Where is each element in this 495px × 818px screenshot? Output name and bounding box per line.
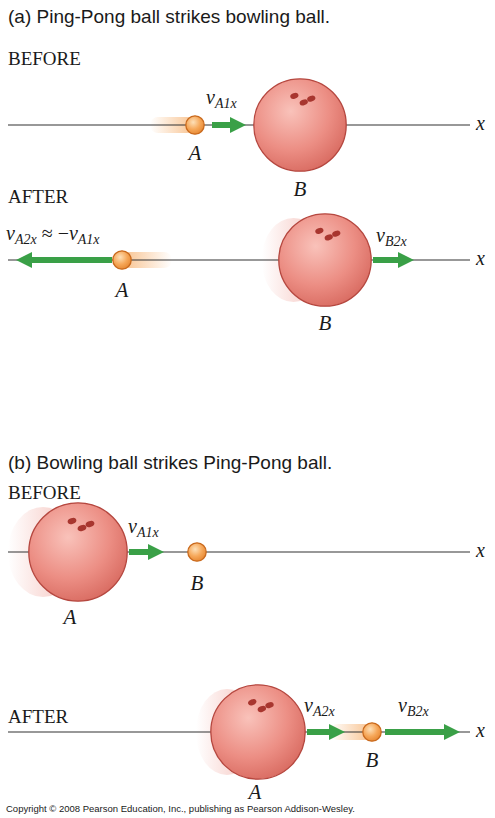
stage-heading: BEFORE	[8, 48, 81, 70]
ball-body	[279, 214, 371, 306]
ping-pong-ball: A	[112, 250, 132, 270]
stage-heading: BEFORE	[8, 482, 81, 504]
bowling-ball-shape	[278, 213, 372, 307]
velocity-label: vA1x	[206, 86, 237, 109]
bowling-ball-shape	[28, 502, 128, 602]
ball-label: B	[191, 571, 204, 596]
velocity-label: vB2x	[376, 224, 407, 247]
finger-hole	[264, 701, 274, 709]
finger-hole	[306, 95, 316, 103]
ball-body	[188, 543, 206, 561]
ping-pong-ball-shape	[362, 722, 382, 742]
ball-body	[29, 503, 127, 601]
ping-pong-ball: B	[362, 722, 382, 742]
ping-pong-ball-shape	[112, 250, 132, 270]
axis-label: x	[476, 112, 485, 135]
velocity-arrow	[212, 117, 246, 133]
bowling-ball: A	[28, 502, 128, 602]
ball-label: B	[366, 748, 379, 773]
velocity-arrow	[16, 252, 112, 268]
velocity-arrow	[385, 724, 460, 740]
axis-label: x	[476, 719, 485, 742]
velocity-label: vB2x	[398, 694, 429, 717]
ping-pong-ball-shape	[185, 115, 205, 135]
ball-label: B	[294, 177, 307, 202]
panel-title: (b) Bowling ball strikes Ping-Pong ball.	[8, 452, 332, 474]
copyright-note: Copyright © 2008 Pearson Education, Inc.…	[6, 804, 355, 815]
velocity-label: vA1x	[128, 515, 159, 538]
ball-body	[113, 251, 131, 269]
stage-heading: AFTER	[8, 186, 68, 208]
finger-hole	[289, 92, 299, 100]
ball-body	[186, 116, 204, 134]
velocity-arrow	[307, 724, 345, 740]
panel-title: (a) Ping-Pong ball strikes bowling ball.	[8, 6, 330, 28]
bowling-ball-shape	[210, 684, 306, 780]
finger-hole	[67, 517, 78, 526]
bowling-ball: A	[210, 684, 306, 780]
ping-pong-ball: A	[185, 115, 205, 135]
ball-body	[254, 79, 346, 171]
ball-body	[363, 723, 381, 741]
ping-pong-ball: B	[187, 542, 207, 562]
axis-label: x	[476, 539, 485, 562]
finger-hole	[247, 698, 257, 706]
bowling-ball: B	[278, 213, 372, 307]
finger-hole	[314, 227, 324, 235]
velocity-arrow	[129, 544, 164, 560]
ball-body	[211, 685, 305, 779]
finger-hole	[85, 520, 96, 529]
velocity-arrow	[373, 252, 414, 268]
finger-hole	[331, 230, 341, 238]
axis-label: x	[476, 247, 485, 270]
ball-label: A	[116, 278, 129, 303]
ball-label: A	[249, 780, 262, 805]
stage-heading: AFTER	[8, 706, 68, 728]
bowling-ball: B	[253, 78, 347, 172]
ball-label: A	[189, 141, 202, 166]
bowling-ball-shape	[253, 78, 347, 172]
ball-label: A	[64, 605, 77, 630]
velocity-label: vA2x ≈ −vA1x	[6, 222, 100, 245]
velocity-label: vA2x	[304, 694, 335, 717]
ball-label: B	[319, 311, 332, 336]
ping-pong-ball-shape	[187, 542, 207, 562]
